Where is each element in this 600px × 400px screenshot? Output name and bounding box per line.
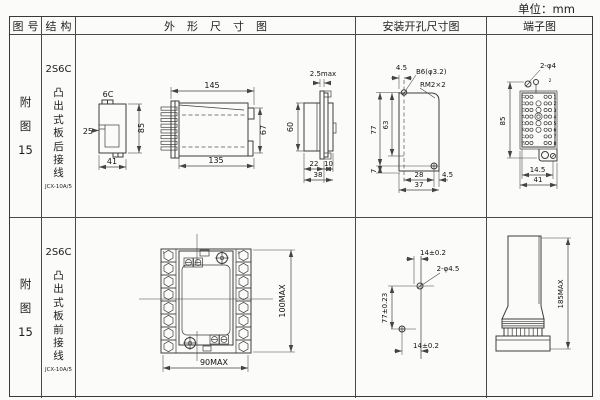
dim-77-2: 77±0.23 — [381, 293, 389, 323]
right-col-num: 2 — [238, 251, 240, 255]
structure-row1: 2S6C 凸出式板后接线 JCX-10A/5 — [42, 35, 76, 218]
svg-text:13: 13 — [521, 108, 525, 112]
dim-4-5-top: 4.5 — [396, 64, 407, 72]
header-structure: 结构 — [42, 17, 76, 35]
outline-cell-row1: 6C 25 85 41 — [76, 35, 356, 218]
svg-text:12: 12 — [521, 101, 525, 105]
dim-7: 7 — [370, 169, 378, 173]
dim-100max: 100MAX — [278, 284, 287, 318]
dim-85: 85 — [137, 123, 146, 133]
relay-side-view — [160, 100, 255, 159]
svg-text:7: 7 — [554, 134, 557, 140]
terminal-cell-row2: 185MAX — [487, 218, 592, 398]
dim-2-5max: 2.5max — [310, 70, 336, 78]
outline-cell-row2: 1 2 90MAX — [76, 218, 356, 398]
outline-drawing-row1: 6C 25 85 41 — [83, 70, 337, 183]
socket-screws — [183, 251, 229, 350]
terminal-side-drawing: 185MAX — [495, 235, 571, 352]
mount-screw-icon — [524, 80, 532, 88]
install-cell-row1: 4.5 B6(φ3.2) RM2×2 77 63 7 28 — [356, 35, 487, 218]
svg-text:3: 3 — [554, 108, 557, 114]
dim-90max: 90MAX — [200, 358, 229, 367]
relay-body — [501, 235, 545, 320]
header-terminal: 端子图 — [487, 17, 592, 35]
socket-front-drawing: 1 2 90MAX — [139, 234, 295, 372]
header-outline: 外形尺寸图 — [76, 17, 356, 35]
svg-text:6: 6 — [554, 128, 557, 134]
svg-text:18: 18 — [521, 141, 525, 145]
dim-77: 77 — [370, 126, 378, 135]
dim-85t: 85 — [499, 117, 507, 126]
hole-label: 2-φ4 — [540, 62, 557, 70]
bottom-tab — [538, 149, 558, 162]
svg-text:14: 14 — [521, 114, 525, 119]
left-col-num: 1 — [163, 251, 165, 255]
top-num: 2 — [549, 78, 552, 84]
terminal-numbers-right: 1 2 3 4 5 6 7 8 — [554, 95, 557, 147]
svg-text:2: 2 — [554, 101, 557, 107]
terminal-cell-row1: 2-φ4 2 — [487, 35, 592, 218]
mount-label: 凸出式板后接线 — [53, 87, 64, 180]
dim-38: 38 — [314, 171, 323, 179]
right-terminals — [235, 248, 252, 354]
hole-spec-label: 2-φ4.5 — [437, 265, 460, 273]
mount-label: 凸出式板前接线 — [53, 270, 64, 363]
dim-41: 41 — [107, 157, 117, 166]
dim-14-5: 14.5 — [530, 166, 546, 174]
dim-67: 67 — [259, 125, 268, 135]
svg-text:8: 8 — [554, 141, 557, 147]
dim-135: 135 — [208, 156, 223, 165]
install-drawing-row2: 14±0.2 2-φ4.5 77±0.23 14±0.2 — [381, 249, 460, 359]
left-terminals — [160, 248, 177, 354]
install-cell-row2: 14±0.2 2-φ4.5 77±0.23 14±0.2 — [356, 218, 487, 398]
svg-text:15: 15 — [521, 121, 525, 125]
dim-4-5-right: 4.5 — [442, 171, 453, 179]
install-drawing-row1: 4.5 B6(φ3.2) RM2×2 77 63 7 28 — [370, 64, 453, 193]
dim-185max: 185MAX — [557, 279, 565, 308]
dim-28: 28 — [415, 171, 424, 179]
dim-14-top: 14±0.2 — [420, 249, 446, 257]
model-label: 2S6C — [45, 64, 72, 75]
terminal-grid — [525, 94, 552, 145]
dim-6c: 6C — [103, 90, 114, 99]
svg-text:17: 17 — [521, 134, 525, 138]
svg-text:11: 11 — [521, 95, 525, 99]
svg-text:16: 16 — [521, 128, 525, 132]
svg-text:4: 4 — [554, 114, 557, 120]
type-code: JCX-10A/5 — [44, 366, 73, 373]
header-fig-no: 图号 — [10, 17, 42, 35]
hole-spec-label: B6(φ3.2) — [416, 68, 447, 76]
dim-25: 25 — [83, 127, 93, 136]
dim-14-bottom: 14±0.2 — [413, 342, 439, 350]
clip-view — [98, 99, 127, 158]
panel-view — [303, 90, 337, 160]
dim-63: 63 — [382, 121, 390, 130]
dim-145: 145 — [204, 81, 219, 90]
dim-37: 37 — [415, 181, 424, 189]
dim-10: 10 — [324, 160, 333, 168]
fig-no-row2: 附图15 — [10, 218, 42, 398]
dim-22: 22 — [310, 160, 319, 168]
unit-label: 单位：mm — [518, 2, 575, 16]
terminal-numbers-left: 11 12 13 14 15 16 17 18 — [521, 95, 525, 146]
terminal-drawing-row1: 2-φ4 2 — [499, 62, 558, 189]
header-install: 安装开孔尺寸图 — [356, 17, 487, 35]
dim-60: 60 — [286, 122, 295, 132]
model-label: 2S6C — [45, 247, 72, 258]
type-code: JCX-10A/5 — [44, 183, 73, 190]
dimension-table: 图号 结构 外形尺寸图 安装开孔尺寸图 端子图 附图15 2S6C 凸出式板后接… — [9, 16, 593, 398]
screw-spec-label: RM2×2 — [420, 81, 446, 89]
svg-text:5: 5 — [554, 121, 557, 127]
structure-row2: 2S6C 凸出式板前接线 JCX-10A/5 — [42, 218, 76, 398]
fig-no-row1: 附图15 — [10, 35, 42, 218]
svg-text:1: 1 — [554, 95, 557, 101]
dim-41t: 41 — [534, 176, 543, 184]
